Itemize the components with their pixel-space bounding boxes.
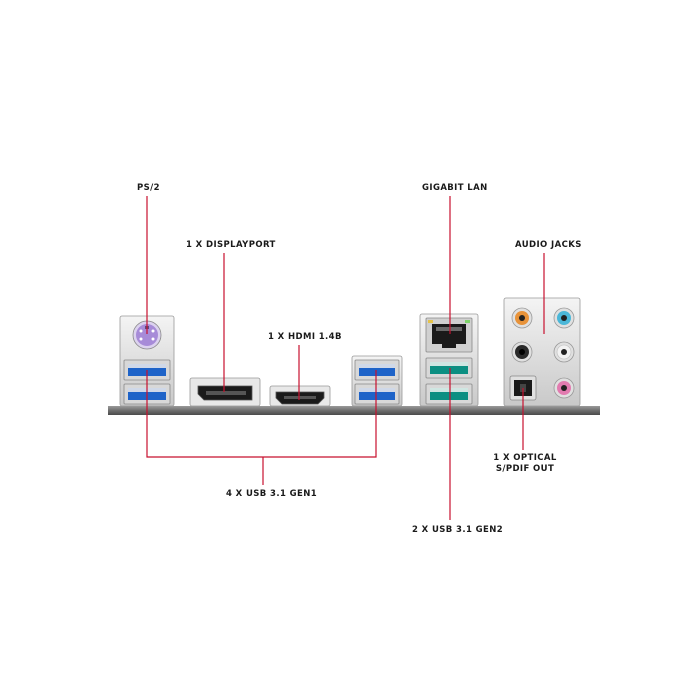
usb-port-icon: [425, 357, 473, 379]
ethernet-port-icon: [425, 317, 473, 353]
usb-port-icon: [425, 383, 473, 405]
usb-gen2-label: 2 X USB 3.1 GEN2: [412, 525, 504, 535]
optical-label-line2: S/PDIF OUT: [495, 464, 555, 474]
optical-label: 1 X OPTICAL S/PDIF OUT: [493, 453, 556, 475]
audio-jack-icon: [511, 341, 533, 363]
usb-gen1-stack: [351, 355, 403, 407]
usb-port-icon: [354, 383, 400, 405]
usb-gen1-leader-line: [146, 370, 377, 458]
optical-label-line1: 1 X OPTICAL: [493, 453, 557, 463]
audio-jack-icon: [511, 307, 533, 329]
displayport-label: 1 X DISPLAYPORT: [186, 240, 276, 250]
lan-usb-stack: [419, 313, 479, 407]
leader-lines: [146, 196, 545, 520]
audio-jack-icon: [553, 341, 575, 363]
usb-port-icon: [354, 359, 400, 381]
displayport-icon: [189, 377, 261, 407]
io-shield-plate: [108, 406, 600, 415]
ps2-label: PS/2: [137, 183, 160, 193]
gigabit-lan-label: GIGABIT LAN: [422, 183, 488, 193]
audio-jack-icon: [553, 307, 575, 329]
audio-block: [503, 297, 581, 407]
hdmi-icon: [269, 385, 331, 407]
ps2-port-icon: [132, 320, 162, 350]
usb-gen1-label: 4 X USB 3.1 GEN1: [226, 489, 318, 499]
audio-jacks-label: AUDIO JACKS: [515, 240, 582, 250]
hdmi-label: 1 X HDMI 1.4B: [268, 332, 342, 342]
audio-jack-icon: [553, 377, 575, 399]
